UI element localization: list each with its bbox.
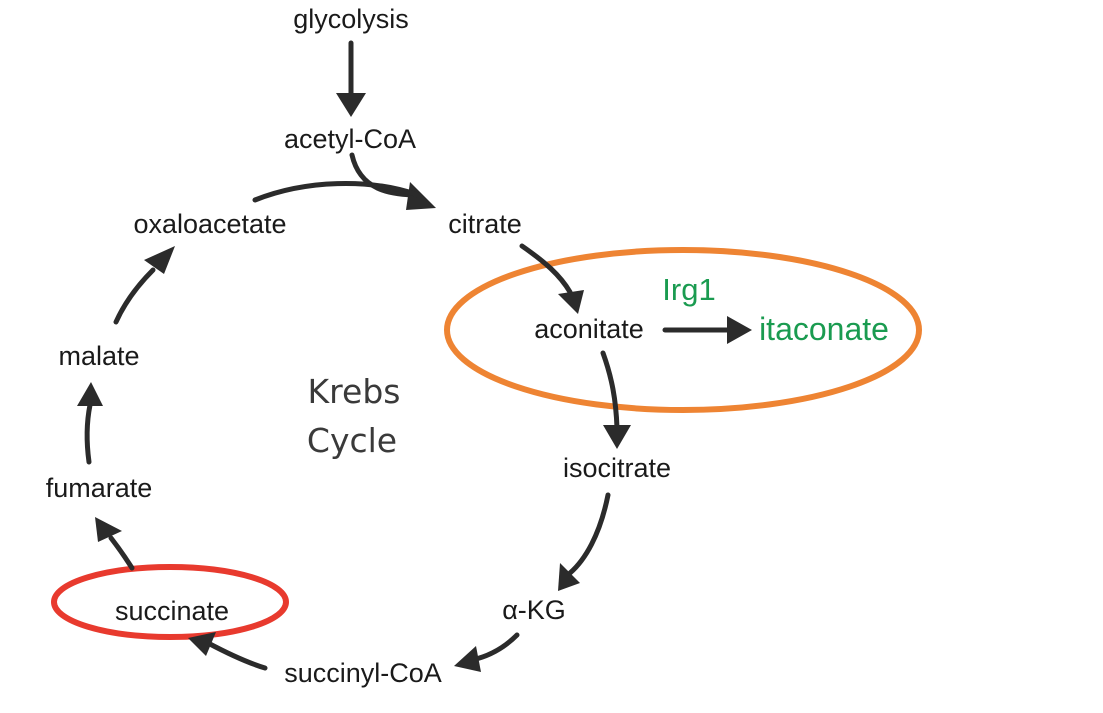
arrow-isocitrate-to-alpha-kg <box>558 492 611 591</box>
node-fumarate: fumarate <box>46 473 153 503</box>
node-itaconate: itaconate <box>759 311 889 347</box>
aconitate-highlight-ellipse <box>444 247 922 413</box>
arrow-aconitate-to-itaconate <box>662 316 752 344</box>
node-acetyl-coa: acetyl-CoA <box>284 124 416 154</box>
node-isocitrate: isocitrate <box>563 453 671 483</box>
arrow-succinyl-coa-to-succinate <box>188 632 268 671</box>
arrow-oxaloacetate-to-citrate <box>252 181 421 203</box>
arrow-alpha-kg-to-succinyl-coa <box>454 632 520 672</box>
node-glycolysis: glycolysis <box>293 4 409 34</box>
node-alpha-kg: α-KG <box>502 595 566 625</box>
arrow-aconitate-to-isocitrate <box>600 350 631 449</box>
arrow-succinate-to-fumarate <box>95 517 135 571</box>
arrow-malate-to-oxaloacetate <box>113 246 175 325</box>
node-oxaloacetate: oxaloacetate <box>133 209 286 239</box>
node-succinate: succinate <box>115 596 229 626</box>
arrow-fumarate-to-malate <box>77 382 103 465</box>
arrow-citrate-to-aconitate <box>519 243 584 314</box>
node-malate: malate <box>58 341 139 371</box>
cycle-label-line1: Krebs <box>308 372 401 411</box>
node-succinyl-coa: succinyl-CoA <box>284 658 442 688</box>
node-citrate: citrate <box>448 209 522 239</box>
arrow-glycolysis-to-acetyl-coa <box>336 40 366 117</box>
succinate-highlight-ellipse <box>51 564 289 640</box>
node-aconitate: aconitate <box>534 314 644 344</box>
cycle-label-line2: Cycle <box>307 421 397 460</box>
enzyme-irg1: Irg1 <box>662 272 715 307</box>
